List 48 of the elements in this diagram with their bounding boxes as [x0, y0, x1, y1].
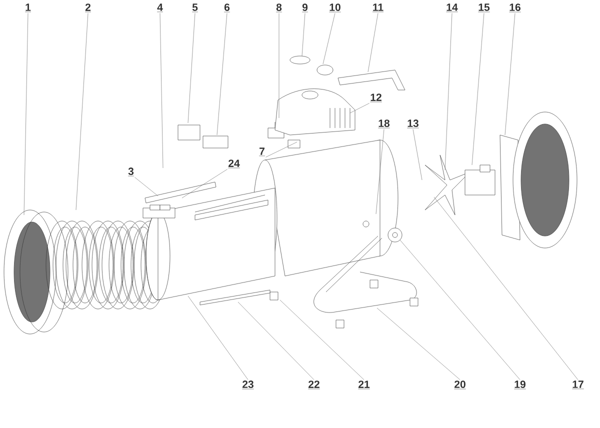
callout-number: 11 — [372, 4, 384, 12]
callout-number: 2 — [84, 4, 92, 12]
callout-number: 4 — [156, 4, 164, 12]
callout-number: 3 — [128, 168, 134, 176]
leader-line — [302, 13, 306, 56]
callout-number: 20 — [454, 380, 466, 390]
leader-line — [182, 169, 228, 198]
leader-line — [472, 13, 484, 166]
leader-line — [350, 103, 370, 114]
callout-number: 16 — [509, 4, 521, 12]
leader-line — [376, 308, 460, 380]
callout-number: 21 — [358, 380, 370, 390]
leader-line — [134, 177, 158, 196]
leader-line — [412, 129, 422, 180]
leader-line — [160, 13, 164, 168]
callout-number: 8 — [276, 4, 282, 12]
callout-number: 24 — [228, 160, 240, 168]
callout-number: 7 — [258, 148, 266, 156]
leader-line — [188, 13, 196, 124]
leader-line — [188, 296, 248, 380]
callout-number: 12 — [370, 94, 382, 102]
callout-number: 15 — [478, 4, 490, 12]
leader-line — [368, 13, 378, 72]
callout-number: 5 — [192, 4, 198, 12]
leader-line — [280, 300, 364, 380]
leader-line — [24, 13, 28, 216]
callout-number: 10 — [329, 4, 341, 12]
leader-line — [434, 196, 578, 380]
callout-number: 13 — [407, 120, 419, 128]
callout-number: 22 — [308, 380, 320, 390]
leader-line — [238, 302, 314, 380]
callout-number: 14 — [446, 4, 458, 12]
leader-line — [76, 13, 88, 210]
callout-number: 9 — [302, 4, 308, 12]
callout-number: 19 — [514, 380, 526, 390]
leader-line — [278, 13, 280, 118]
callout-number: 6 — [224, 4, 230, 12]
callout-number: 17 — [572, 380, 584, 390]
callout-number: 18 — [378, 120, 390, 128]
callout-number: 23 — [242, 380, 254, 390]
callout-number: 1 — [24, 4, 32, 12]
leader-line — [376, 129, 384, 214]
leader-line — [216, 13, 228, 136]
leader-line — [504, 13, 516, 136]
leader-line — [322, 13, 336, 64]
leader-line — [266, 142, 298, 158]
leader-line — [444, 13, 452, 170]
leader-line — [400, 240, 520, 380]
